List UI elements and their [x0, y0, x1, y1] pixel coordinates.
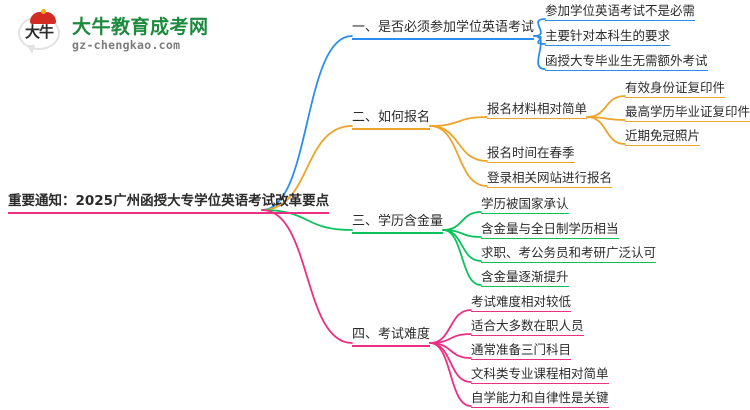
mindmap-subnode-4-3[interactable]: 通常准备三门科目	[471, 342, 572, 360]
mindmap-leaf-2-1-3[interactable]: 近期免冠照片	[625, 128, 701, 146]
logo-domain: gz-chengkao.com	[72, 38, 181, 52]
red-hat-icon	[30, 12, 56, 24]
mindmap-branch-2[interactable]: 二、如何报名	[352, 110, 431, 130]
mindmap-subnode-3-1[interactable]: 学历被国家承认	[481, 196, 569, 214]
logo-text-block: 大牛教育成考网 gz-chengkao.com	[72, 16, 209, 52]
mindmap-subnode-1-3[interactable]: 函授大专毕业生无需额外考试	[545, 53, 708, 71]
mindmap-subnode-3-4[interactable]: 含金量逐渐提升	[481, 269, 569, 287]
site-logo: 大牛 大牛教育成考网 gz-chengkao.com	[18, 8, 268, 60]
mindmap-subnode-1-1[interactable]: 参加学位英语考试不是必需	[545, 3, 696, 21]
mindmap-subnode-2-3[interactable]: 登录相关网站进行报名	[487, 170, 613, 188]
speech-bubble-tail-icon	[27, 45, 35, 54]
mindmap-branch-3[interactable]: 三、学历含金量	[352, 214, 444, 234]
mindmap-subnode-2-2[interactable]: 报名时间在春季	[487, 145, 575, 163]
mindmap-subnode-4-5[interactable]: 自学能力和自律性是关键	[471, 390, 609, 408]
logo-glyph-text: 大牛	[24, 23, 54, 41]
mindmap-subnode-1-2[interactable]: 主要针对本科生的要求	[545, 28, 671, 46]
mindmap-subnode-2-1[interactable]: 报名材料相对简单	[487, 101, 588, 119]
mindmap-leaf-2-1-1[interactable]: 有效身份证复印件	[625, 80, 726, 98]
mindmap-branch-4[interactable]: 四、考试难度	[352, 327, 431, 347]
mindmap-subnode-4-4[interactable]: 文科类专业课程相对简单	[471, 366, 609, 384]
mindmap-subnode-4-2[interactable]: 适合大多数在职人员	[471, 318, 584, 336]
mindmap-root-node[interactable]: 重要通知：2025广州函授大专学位英语考试改革要点	[8, 194, 330, 214]
mindmap-subnode-4-1[interactable]: 考试难度相对较低	[471, 294, 572, 312]
hat-dot-icon	[41, 9, 46, 14]
mindmap-subnode-3-2[interactable]: 含金量与全日制学历相当	[481, 221, 619, 239]
mindmap-branch-1[interactable]: 一、是否必须参加学位英语考试	[352, 20, 535, 40]
logo-title: 大牛教育成考网	[72, 16, 209, 38]
mindmap-leaf-2-1-2[interactable]: 最高学历毕业证复印件	[625, 104, 750, 122]
mindmap-subnode-3-3[interactable]: 求职、考公务员和考研广泛认可	[481, 245, 657, 263]
logo-bubble-icon: 大牛	[18, 9, 64, 56]
